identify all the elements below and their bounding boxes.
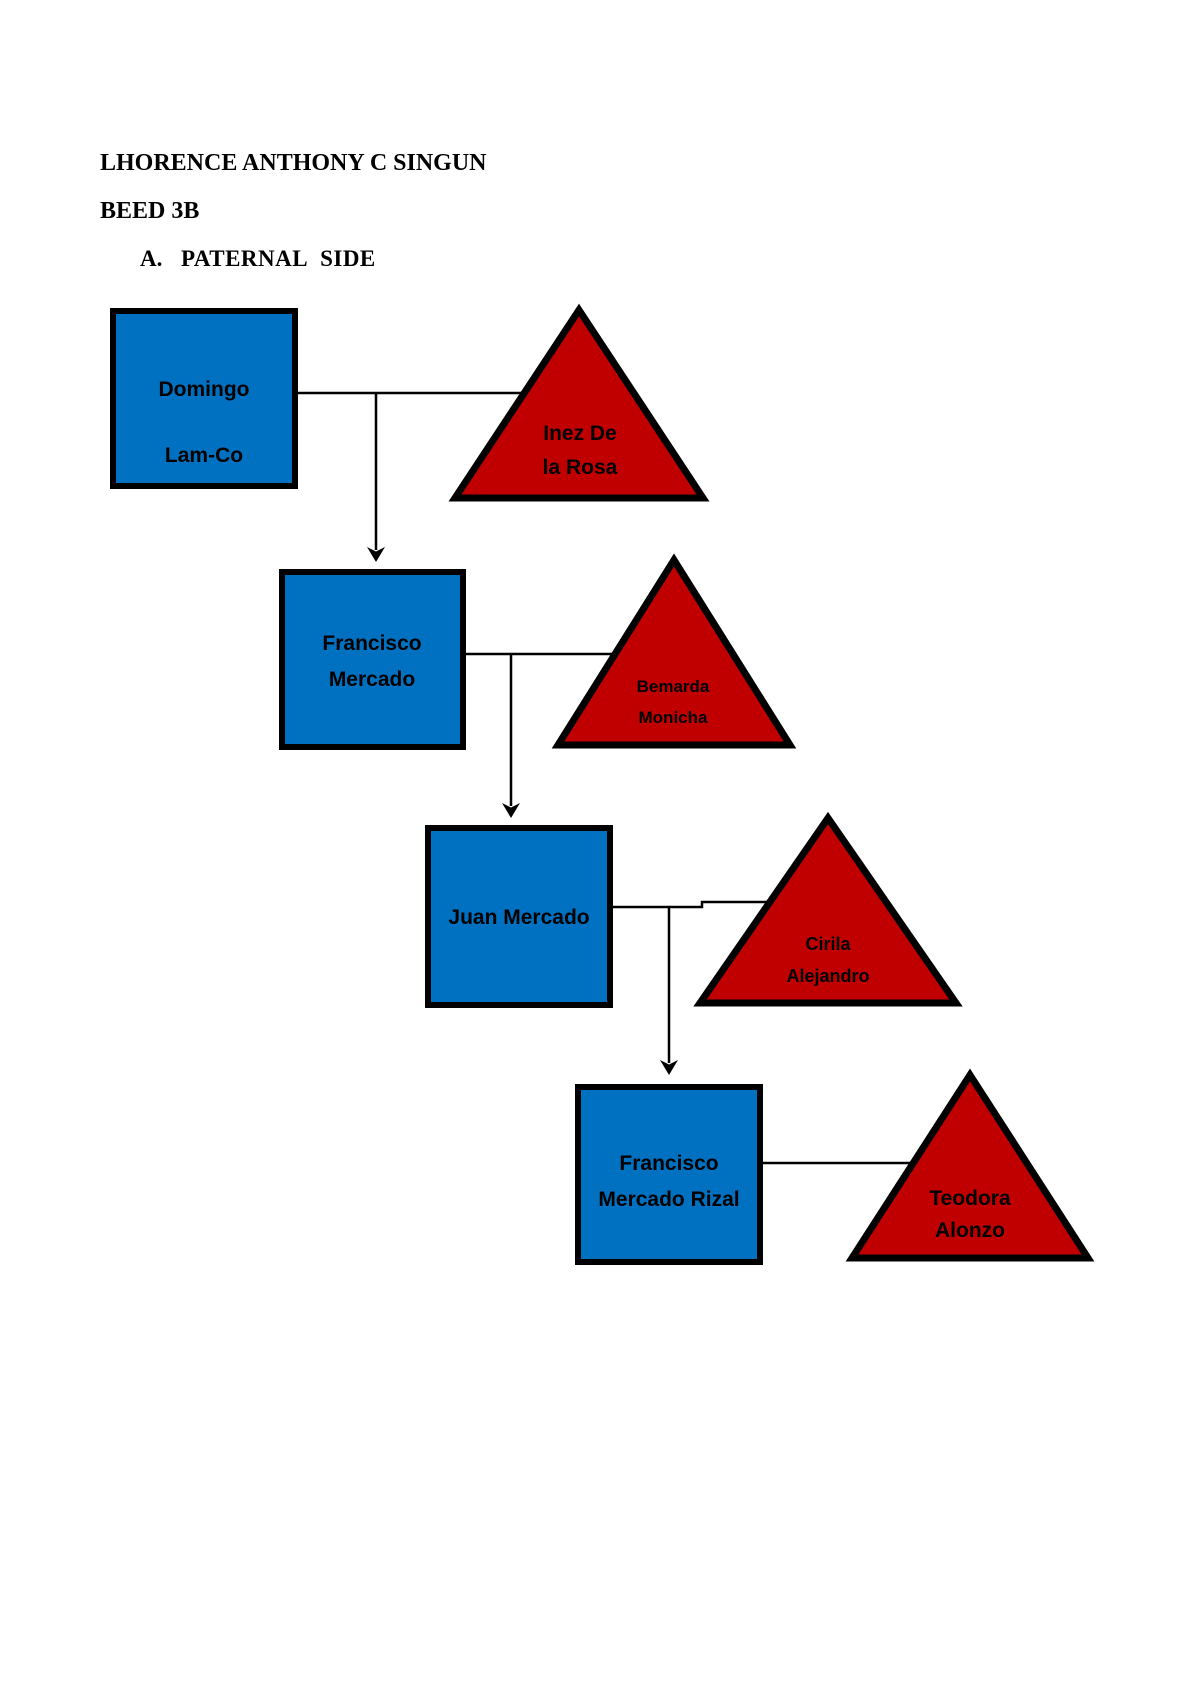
node-domingo-lam-co-label-line1: Domingo	[159, 378, 250, 401]
node-bemarda-monicha-label-line1: Bemarda	[637, 677, 710, 696]
node-juan-mercado-label-line1: Juan Mercado	[448, 906, 589, 929]
node-francisco-mercado-rizal	[575, 1084, 763, 1265]
node-francisco-mercado	[279, 569, 466, 750]
node-teodora-alonzo-label-line1: Teodora	[929, 1187, 1011, 1210]
course-label: BEED 3B	[100, 198, 199, 224]
node-francisco-mercado-rizal-label-line1: Francisco	[619, 1152, 718, 1175]
node-juan-mercado	[425, 825, 613, 1008]
node-domingo-lam-co	[110, 308, 298, 489]
node-bemarda-monicha	[551, 553, 797, 749]
node-cirila-alejandro-label-line2: Alejandro	[786, 966, 869, 986]
node-francisco-mercado-rizal-label-line2: Mercado Rizal	[598, 1188, 739, 1211]
section-marker: A.	[140, 246, 162, 271]
descent-arrowhead-2	[502, 803, 520, 818]
node-bemarda-monicha-label-line2: Monicha	[639, 708, 708, 727]
section-title: PATERNAL SIDE	[181, 246, 376, 271]
node-inez-de-la-rosa-label-line1: Inez De	[543, 422, 617, 445]
marriage-connector-3	[610, 900, 770, 909]
node-inez-de-la-rosa	[448, 303, 710, 502]
node-cirila-alejandro-label-line1: Cirila	[805, 934, 851, 954]
node-francisco-mercado-label-line2: Mercado	[329, 668, 415, 691]
node-cirila-alejandro	[693, 811, 963, 1007]
node-inez-de-la-rosa-label-line2: la Rosa	[543, 456, 618, 479]
student-name: LHORENCE ANTHONY C SINGUN	[100, 150, 487, 176]
descent-arrowhead-3	[660, 1060, 678, 1075]
node-francisco-mercado-label-line1: Francisco	[322, 632, 421, 655]
node-domingo-lam-co-label-line2: Lam-Co	[165, 444, 243, 467]
node-teodora-alonzo	[845, 1068, 1095, 1262]
descent-arrowhead-1	[367, 547, 385, 562]
node-teodora-alonzo-label-line2: Alonzo	[935, 1219, 1005, 1242]
